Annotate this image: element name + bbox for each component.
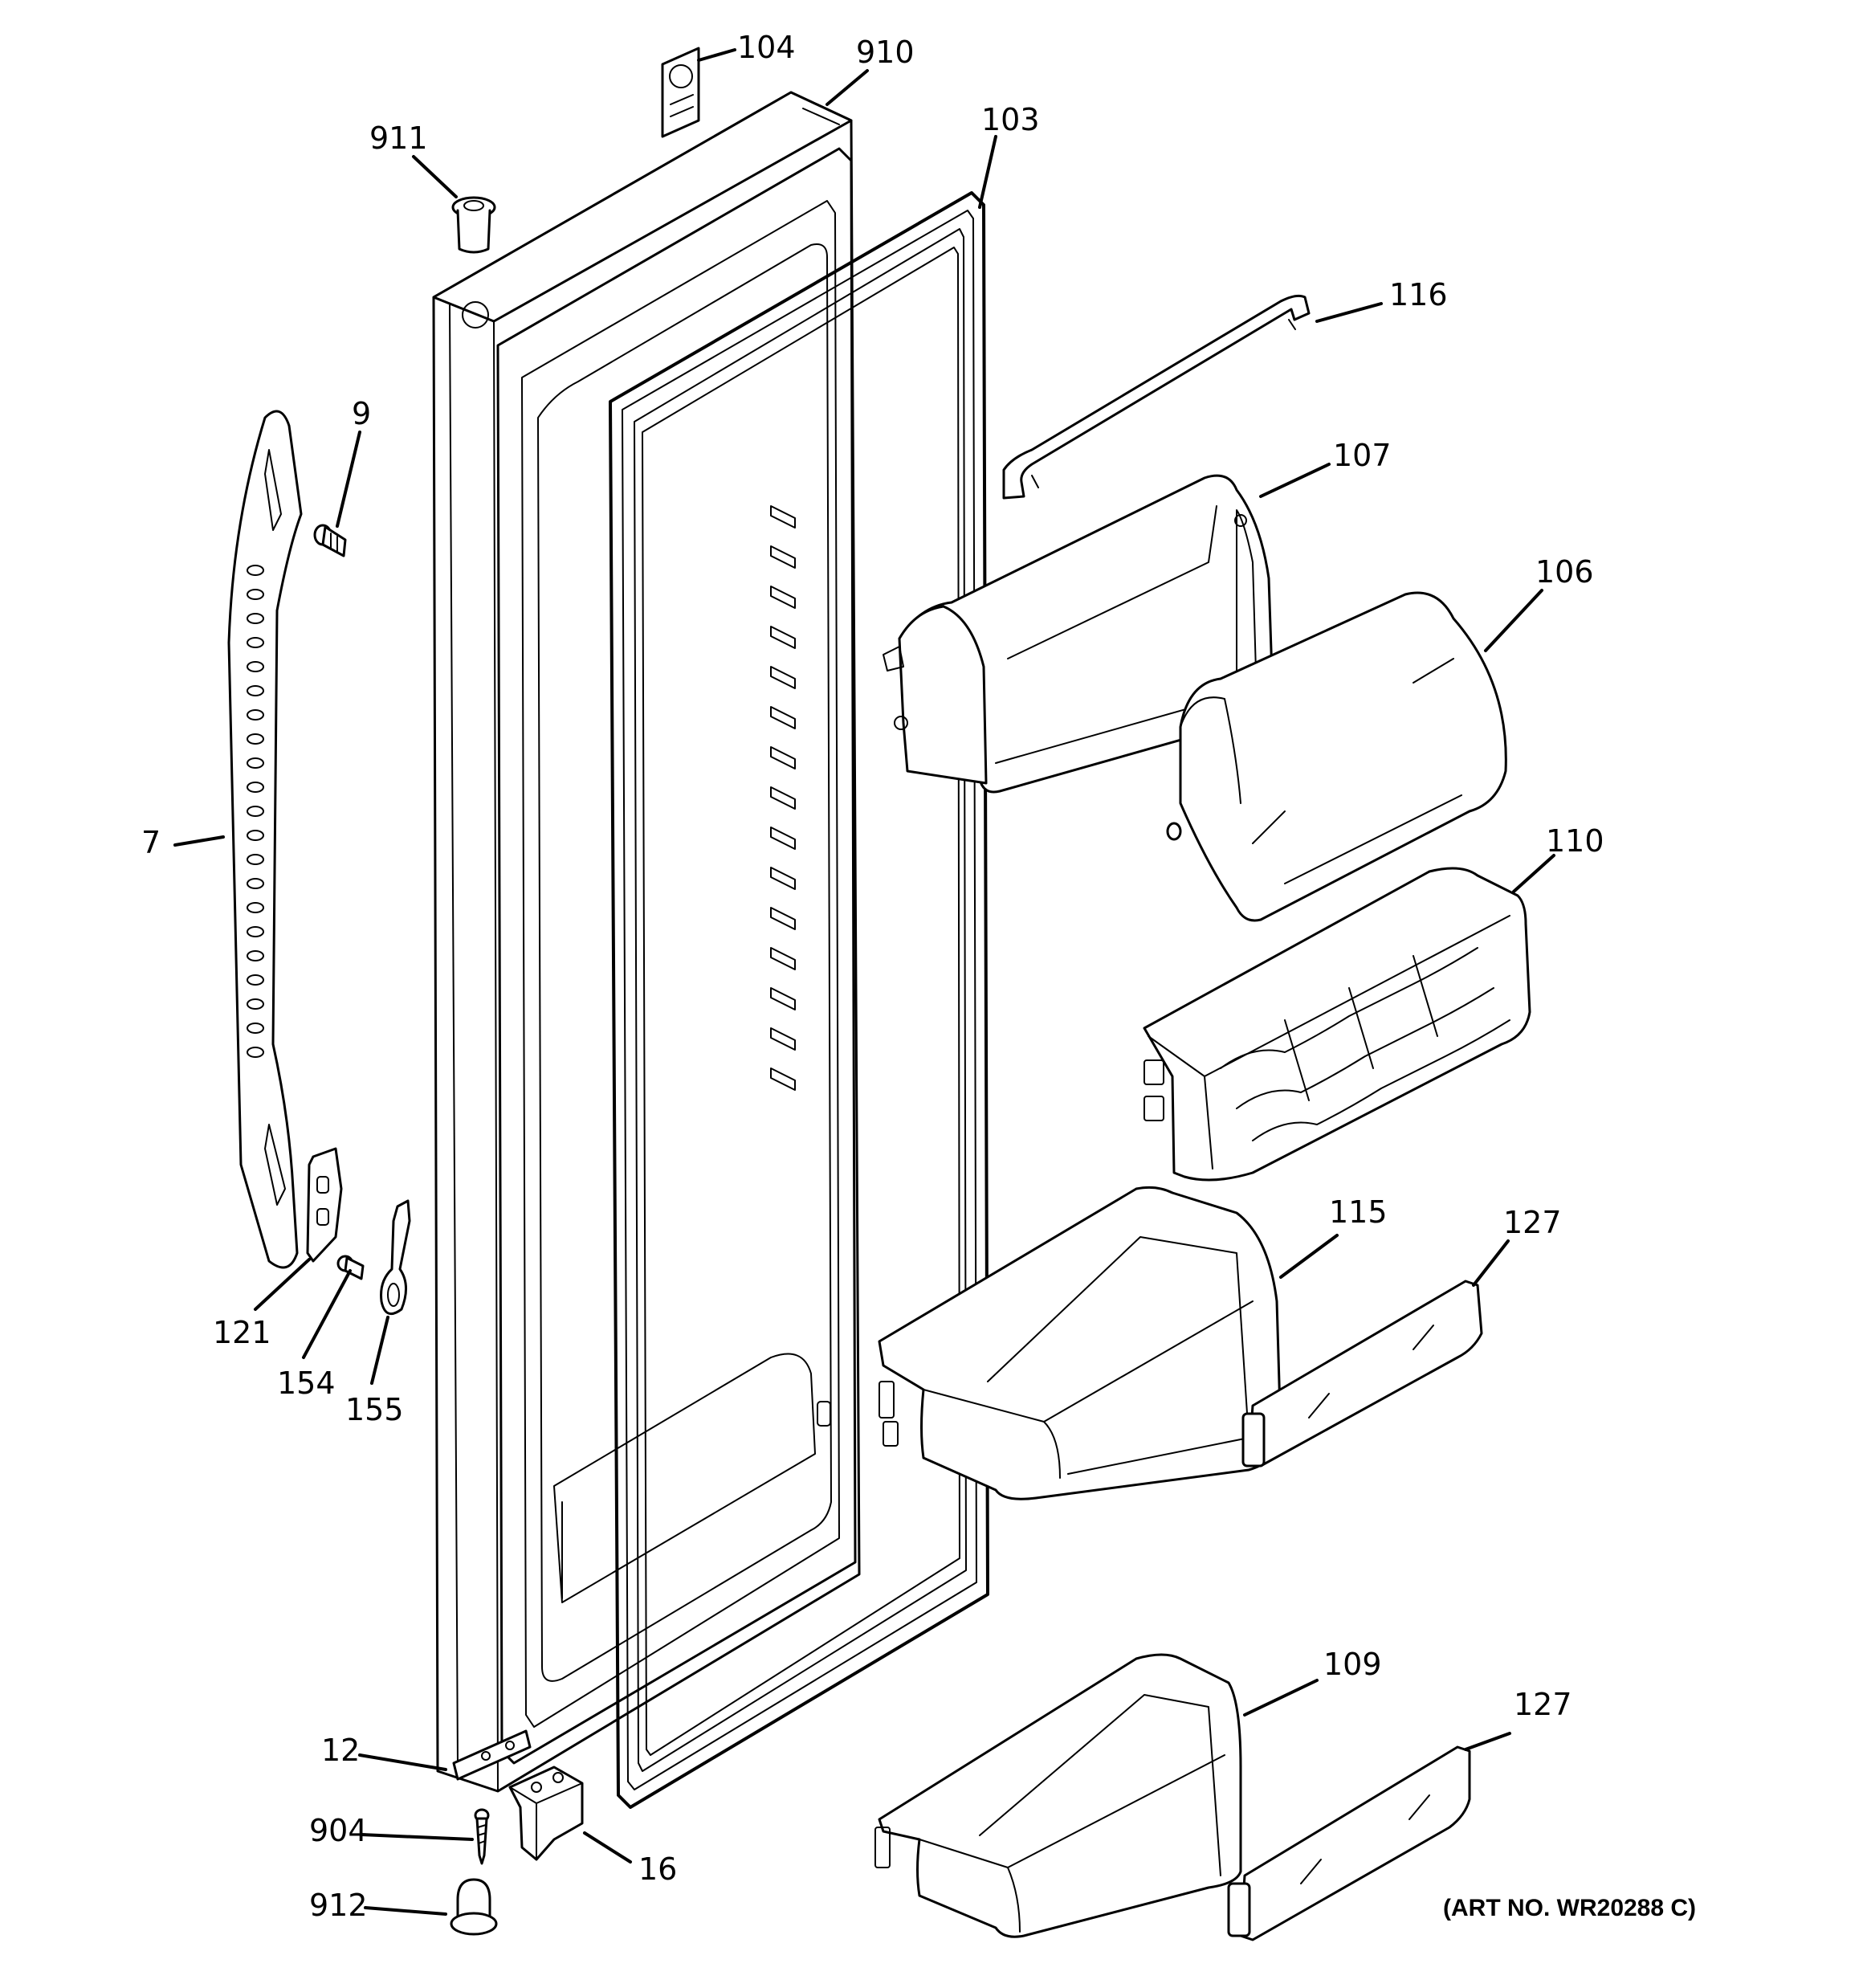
- callout-107: 107: [1333, 438, 1392, 473]
- bushing-bottom: [450, 1878, 498, 1936]
- bin-cover: [1166, 591, 1507, 922]
- egg-tray-bin: [1143, 867, 1531, 1182]
- door-handle: [227, 410, 303, 1269]
- callout-910: 910: [856, 35, 915, 70]
- wrench-tool: [380, 1199, 411, 1316]
- callout-121: 121: [213, 1315, 271, 1350]
- bushing-top: [451, 196, 496, 254]
- art-number: (ART NO. WR20288 C): [1443, 1895, 1696, 1921]
- callout-104: 104: [737, 30, 796, 65]
- leader-lines: [173, 48, 1555, 1916]
- callout-116: 116: [1389, 277, 1448, 312]
- callout-16: 16: [638, 1851, 677, 1887]
- callout-106: 106: [1535, 554, 1594, 590]
- callout-127-lower: 127: [1514, 1687, 1572, 1722]
- door-bin-lower: [874, 1653, 1242, 1938]
- handle-grip-dimples: [247, 565, 264, 1058]
- callout-12: 12: [321, 1733, 360, 1768]
- door-gasket: [609, 191, 989, 1809]
- handle-mounting-bracket: [306, 1147, 343, 1263]
- bracket-screw: [336, 1255, 365, 1280]
- shelf-clips: [770, 505, 796, 1091]
- door-inner-liner: [496, 147, 857, 1765]
- hinge-screw: [474, 1808, 490, 1865]
- label-part: [661, 47, 700, 138]
- callout-9: 9: [352, 396, 371, 431]
- callout-115: 115: [1329, 1194, 1388, 1230]
- callout-7: 7: [141, 825, 161, 860]
- callout-155: 155: [345, 1392, 404, 1427]
- handle-screw: [313, 524, 347, 557]
- bin-front-upper: [1241, 1280, 1483, 1468]
- callout-911: 911: [369, 120, 428, 156]
- callout-127-upper: 127: [1503, 1205, 1562, 1240]
- callout-904: 904: [309, 1813, 368, 1848]
- door-bin-upper: [883, 474, 1274, 794]
- shelf-rail: [1002, 294, 1311, 500]
- bottom-hinge: [508, 1766, 584, 1861]
- callout-154: 154: [277, 1365, 336, 1401]
- callout-912: 912: [309, 1888, 368, 1923]
- callout-103: 103: [981, 102, 1040, 137]
- hinge-plate: [452, 1729, 532, 1781]
- door-bin-middle: [878, 1186, 1282, 1500]
- callout-110: 110: [1546, 823, 1604, 859]
- bin-front-lower: [1227, 1745, 1471, 1941]
- callout-109: 109: [1323, 1647, 1382, 1682]
